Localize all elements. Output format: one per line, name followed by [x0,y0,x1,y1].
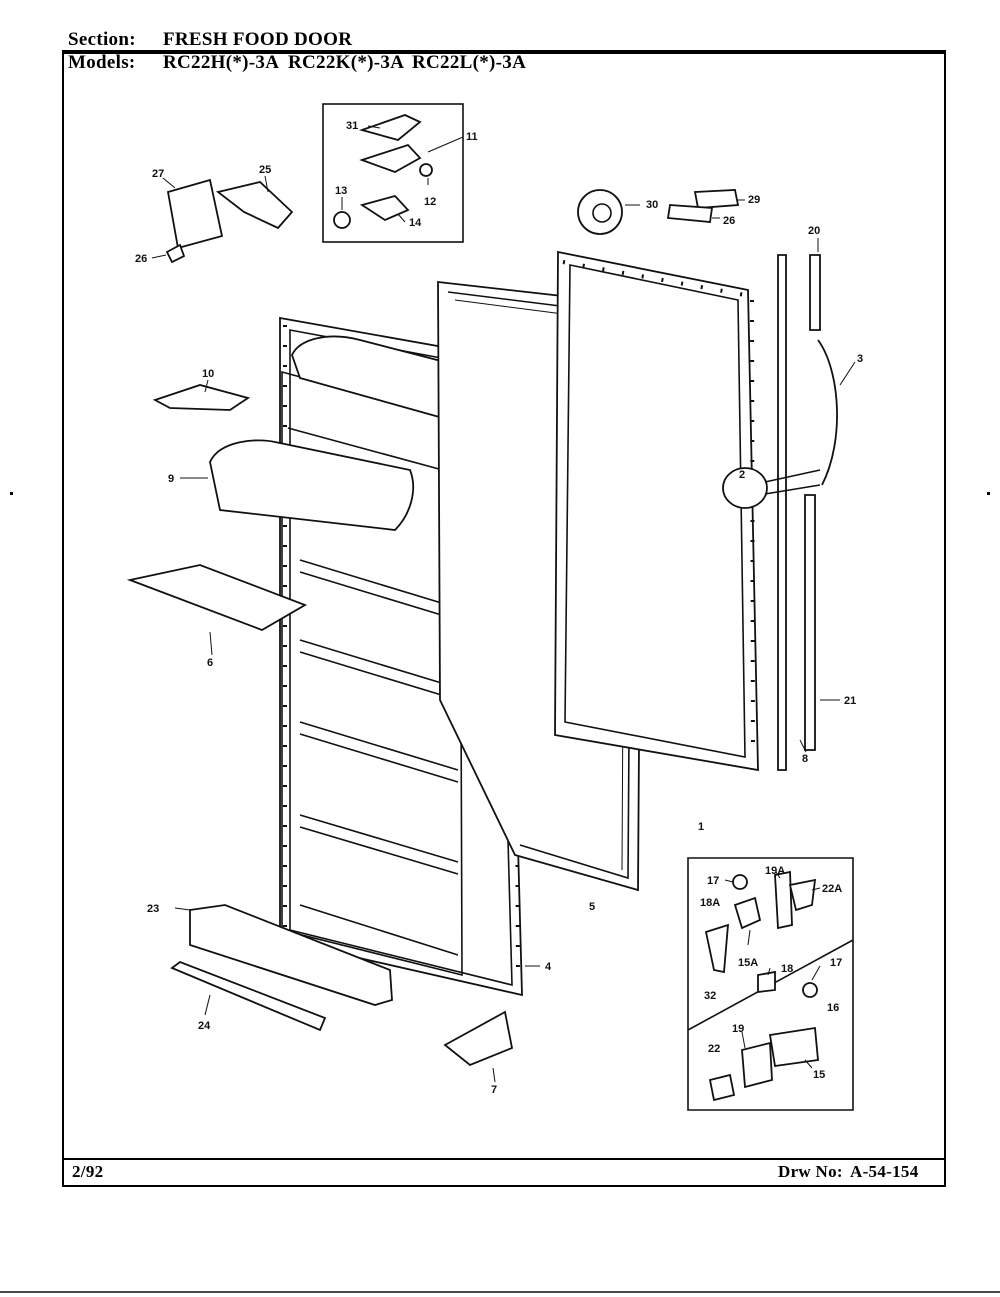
callout-11: 11 [466,131,478,143]
part-26-mount [666,204,714,223]
callout-23: 23 [147,903,159,915]
part-32 [704,923,730,974]
callout-29: 29 [748,194,760,206]
part-1-outer-door [554,250,759,772]
part-26-clip [165,243,186,264]
callout-20: 20 [808,225,820,237]
callout-18a: 18A [700,897,720,909]
part-31 [358,114,422,141]
callout-30: 30 [646,199,658,211]
inset-box-hinge [687,857,854,1111]
part-3-handle [817,339,838,486]
scan-speck [10,492,13,495]
part-13 [333,211,351,229]
callout-9: 9 [168,473,174,485]
part-30 [577,189,623,235]
footer-date: 2/92 [72,1162,104,1181]
part-21-trim [804,494,816,751]
diagram-frame [62,52,946,1187]
shelf-parts-group [126,379,414,656]
section-label: Section: [68,29,136,50]
part-22 [708,1073,736,1102]
callout-8: 8 [802,753,808,765]
part-23-bin [189,904,393,1006]
callout-17-top: 17 [707,875,719,887]
part-11-bracket [359,143,422,173]
model-rc22l: RC22L(*)-3A [412,52,527,73]
callout-13: 13 [335,185,347,197]
part-7-hinge-cover [443,1010,514,1067]
drawing-number: A-54-154 [850,1162,919,1181]
inset-box-top [322,103,464,243]
part-17-top [732,874,748,890]
callout-15a: 15A [738,957,758,969]
handle-trim-group [722,238,856,771]
part-8-trim [777,254,787,771]
callout-25: 25 [259,164,271,176]
model-rc22h: RC22H(*)-3A [163,52,280,73]
callout-7: 7 [491,1084,497,1096]
callout-1: 1 [698,821,704,833]
part-27 [166,178,224,250]
callout-24: 24 [198,1020,211,1032]
callout-labels: 31 11 13 12 14 27 25 26 30 29 26 20 3 2 … [135,120,863,1096]
callout-27: 27 [152,168,164,180]
part-18 [757,970,776,994]
part-15 [768,1026,819,1068]
part-19a [774,870,793,930]
callout-6: 6 [207,657,213,669]
scan-speck [987,492,990,495]
part-24-trim [170,960,327,1032]
callout-5: 5 [589,901,595,913]
callout-22: 22 [708,1043,720,1055]
part-9-dairy-door [209,439,414,531]
part-14 [359,194,410,222]
callout-26-right: 26 [723,215,735,227]
callout-3: 3 [857,353,863,365]
part-29 [693,189,740,209]
callout-17-bottom: 17 [830,957,842,969]
part-25 [215,181,294,230]
part-10 [152,384,251,411]
callout-22a: 22A [822,883,842,895]
models-label: Models: [68,52,136,73]
callout-21: 21 [844,695,856,707]
header-rule [62,50,946,52]
model-rc22k: RC22K(*)-3A [288,52,405,73]
callout-32: 32 [704,990,716,1002]
part-12 [419,163,433,177]
bottom-parts-group [170,904,540,1083]
callout-15: 15 [813,1069,825,1081]
part-16 [802,982,818,998]
callout-19a: 19A [765,865,785,877]
section-title: FRESH FOOD DOOR [163,29,353,50]
callout-2: 2 [739,469,745,481]
callout-14: 14 [409,217,422,229]
control-parts-group [151,175,294,264]
part-20-cap [809,254,821,331]
callout-12: 12 [424,196,436,208]
part-18a [733,896,762,930]
callout-16: 16 [827,1002,839,1014]
callout-19: 19 [732,1023,744,1035]
callout-31: 31 [346,120,358,132]
part-22a [788,878,817,912]
callout-26-left: 26 [135,253,147,265]
callout-4: 4 [545,961,552,973]
part-2-detail-circle [722,467,768,509]
callout-18: 18 [781,963,793,975]
part-6-egg-tray [126,564,308,631]
footer-rule [62,1158,946,1160]
top-parts-group [577,189,745,235]
drawing-number-label: Drw No: [778,1162,843,1181]
part-19 [741,1041,773,1089]
callout-10: 10 [202,368,214,380]
